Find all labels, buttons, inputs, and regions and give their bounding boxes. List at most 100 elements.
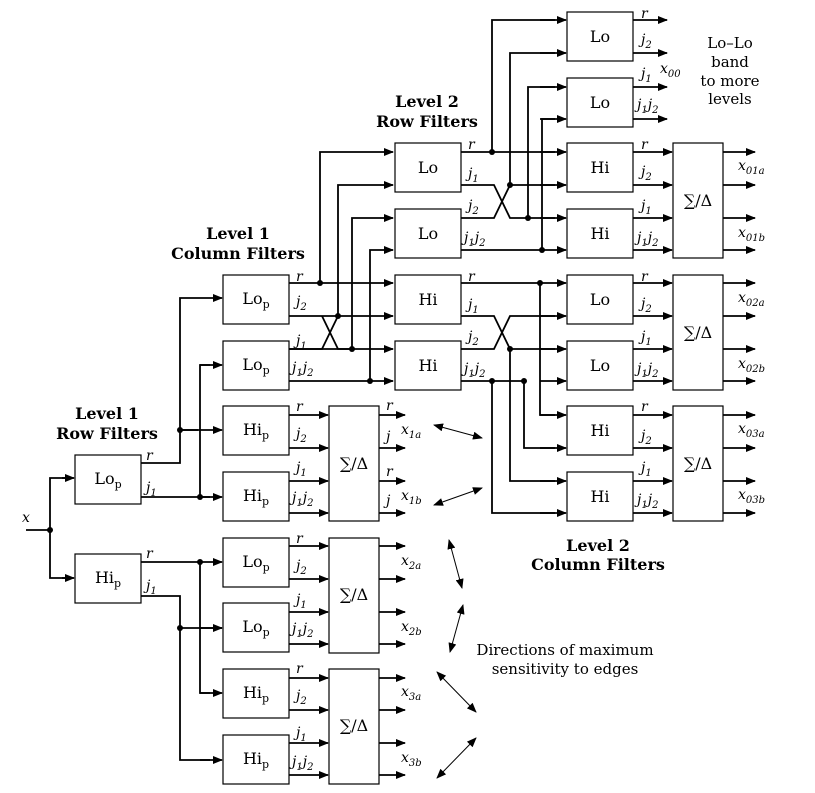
l2-sum-wiring <box>633 148 673 517</box>
l2-col-signal-labels: r j2 j1 j1j2 r j2 j1 j1j2 r j2 j1 j1j2 r… <box>634 6 658 511</box>
svg-text:j1: j1 <box>638 460 652 479</box>
svg-text:j1j2: j1j2 <box>289 621 313 640</box>
output-x1a: x1a <box>401 422 421 441</box>
l1-to-l2-wiring <box>289 148 394 385</box>
svg-text:j1j2: j1j2 <box>634 97 658 116</box>
title-line: Column Filters <box>171 244 305 263</box>
box-label: Hi <box>590 158 609 177</box>
box-label: Hi <box>590 421 609 440</box>
box-label: Lo <box>590 27 610 46</box>
title-level1-row: Level 1 Row Filters <box>56 404 158 443</box>
svg-text:j1j2: j1j2 <box>634 361 658 380</box>
title-line: Level 2 <box>395 92 459 111</box>
sum-diff-box <box>672 142 724 259</box>
svg-text:r: r <box>296 399 304 415</box>
l2-col-lo2-a-box <box>566 274 634 325</box>
l1-row-lo-box <box>74 454 142 505</box>
box-label: Hi <box>590 487 609 506</box>
title-level1-column: Level 1 Column Filters <box>171 224 305 263</box>
l2-row-to-col-wiring <box>461 16 567 517</box>
sum-diff-box <box>672 405 724 522</box>
title-line: Level 1 <box>75 404 139 423</box>
l1-col-lo-b-box <box>222 340 290 391</box>
l2-row-signal-labels: r j1 j2 j1j2 r j1 j2 j1j2 <box>461 137 485 380</box>
svg-text:j1: j1 <box>293 592 307 611</box>
output-x03b: x03b <box>738 487 765 506</box>
directions-note: Directions of maximum sensitivity to edg… <box>476 641 653 678</box>
l1-col-hi2-b-box <box>222 734 290 785</box>
sum-diff-label: ∑/Δ <box>340 454 368 473</box>
title-line: Level 1 <box>206 224 270 243</box>
output-x2b: x2b <box>401 619 422 638</box>
svg-text:j1j2: j1j2 <box>461 361 485 380</box>
l2-row-lo-a-box <box>394 142 462 193</box>
svg-text:r: r <box>296 269 304 285</box>
svg-text:j1: j1 <box>293 725 307 744</box>
sum-diff-box <box>328 668 380 785</box>
svg-text:r: r <box>296 661 304 677</box>
sig-r: r <box>146 448 154 464</box>
output-x1b: x1b <box>401 488 422 507</box>
svg-text:j2: j2 <box>465 329 479 348</box>
direction-arrows <box>433 423 483 779</box>
note-line: Directions of maximum <box>476 641 653 659</box>
svg-text:j2: j2 <box>638 32 652 51</box>
svg-text:j1j2: j1j2 <box>461 230 485 249</box>
svg-text:r: r <box>468 269 476 285</box>
box-label: Hi <box>418 356 437 375</box>
svg-text:j1: j1 <box>638 198 652 217</box>
svg-text:j2: j2 <box>293 688 307 707</box>
l2-col-lo-a-box <box>566 11 634 62</box>
svg-text:j1: j1 <box>638 329 652 348</box>
svg-text:j2: j2 <box>638 428 652 447</box>
box-label: Hi <box>590 224 609 243</box>
svg-text:j1: j1 <box>465 297 479 316</box>
l2-col-lo2-b-box <box>566 340 634 391</box>
svg-text:j2: j2 <box>293 426 307 445</box>
l1-sum-wiring <box>289 411 329 779</box>
box-label: Hi <box>418 290 437 309</box>
sig-j1: j1 <box>143 578 157 597</box>
svg-text:j1j2: j1j2 <box>289 490 313 509</box>
wire <box>141 297 210 498</box>
note-line: levels <box>708 90 752 108</box>
box-label: Lo <box>590 356 610 375</box>
title-level2-row: Level 2 Row Filters <box>376 92 478 131</box>
svg-text:j2: j2 <box>638 296 652 315</box>
svg-text:j2: j2 <box>638 164 652 183</box>
note-line: to more <box>700 72 759 90</box>
title-line: Row Filters <box>56 424 158 443</box>
box-label: Lo <box>590 290 610 309</box>
svg-text:r: r <box>641 269 649 285</box>
svg-text:r: r <box>641 137 649 153</box>
box-label: Lo <box>590 93 610 112</box>
sum-diff-box <box>672 274 724 391</box>
l2-row-boxes: Lo Lo Hi Hi <box>394 142 462 391</box>
l2-col-hi2-a-box <box>566 405 634 456</box>
output-x03a: x03a <box>738 421 765 440</box>
svg-text:j2: j2 <box>465 198 479 217</box>
svg-text:r: r <box>641 6 649 22</box>
output-x3b: x3b <box>401 750 422 769</box>
sum-diff-box <box>328 537 380 654</box>
sum-diff-label: ∑/Δ <box>340 585 368 604</box>
output-x01a: x01a <box>738 158 765 177</box>
svg-text:j1: j1 <box>293 460 307 479</box>
sum-diff-label: ∑/Δ <box>684 454 712 473</box>
title-level2-column: Level 2 Column Filters <box>531 536 665 574</box>
svg-text:j1j2: j1j2 <box>634 230 658 249</box>
output-x00: x00 <box>660 61 681 80</box>
sum-diff-label: ∑/Δ <box>340 716 368 735</box>
output-x3a: x3a <box>401 684 421 703</box>
box-label: Lo <box>418 224 438 243</box>
l1-col-signal-labels: r j2 j1 j1j2 r j2 j1 j1j2 r j2 j1 j1j2 r… <box>289 269 313 773</box>
l1-col-hi-a-box <box>222 405 290 456</box>
svg-text:r: r <box>386 398 394 414</box>
svg-text:j1j2: j1j2 <box>634 492 658 511</box>
title-line: Column Filters <box>531 555 665 574</box>
output-x02a: x02a <box>738 290 765 309</box>
l1-sum-outputs: r j r j <box>379 398 406 779</box>
title-line: Row Filters <box>376 112 478 131</box>
l1-sum-boxes: ∑/Δ ∑/Δ ∑/Δ <box>328 405 380 785</box>
svg-text:r: r <box>386 464 394 480</box>
